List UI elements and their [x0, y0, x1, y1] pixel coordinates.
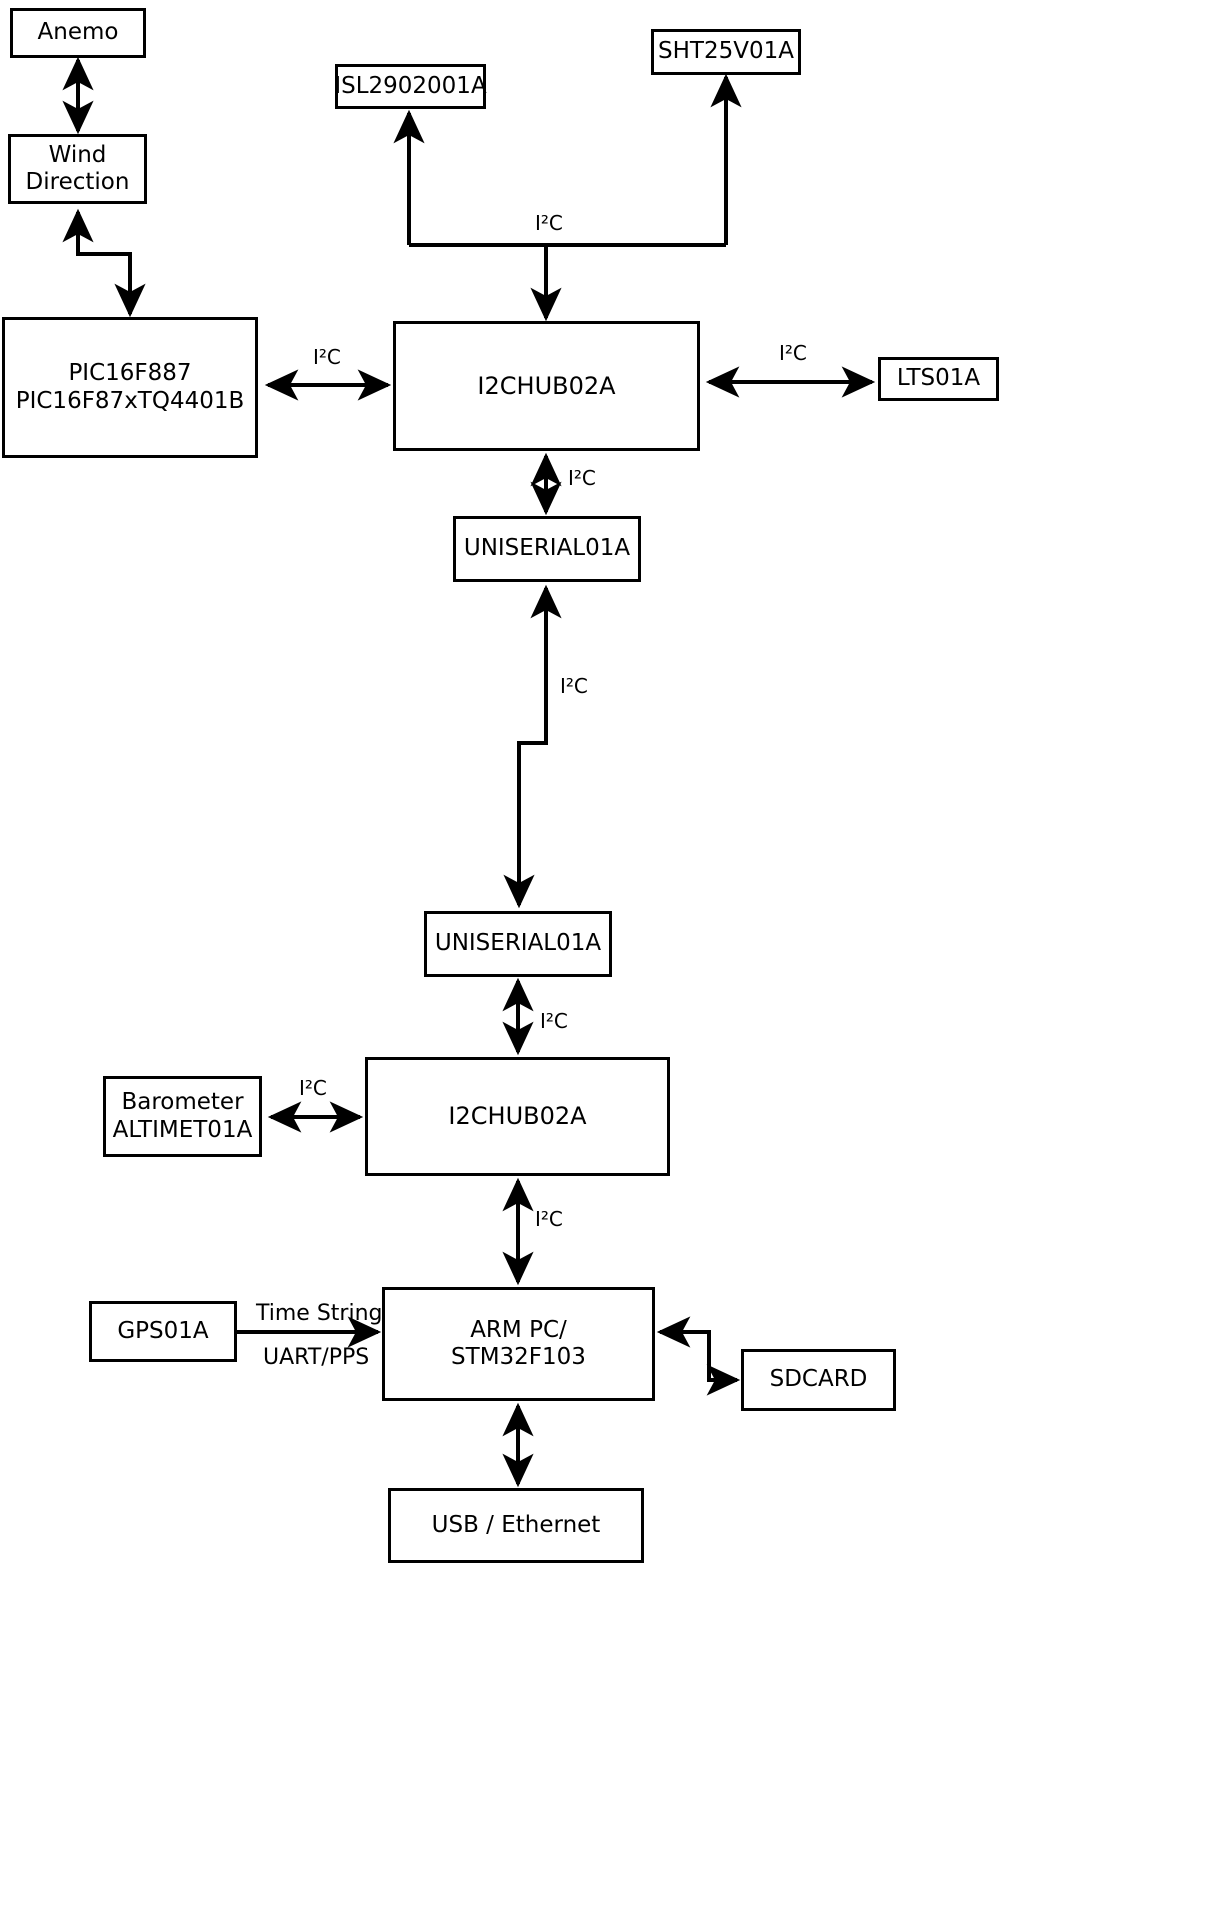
edge-label-pic-hub: I²C	[313, 345, 341, 369]
node-usb-ethernet-label: USB / Ethernet	[431, 1511, 601, 1538]
edge-uniserial-link-down	[503, 741, 546, 909]
node-sht25v01a[interactable]: SHT25V01A	[651, 29, 801, 75]
edge-label-gps-time-string: Time String	[256, 1301, 383, 1326]
node-lts01a-label: LTS01A	[896, 365, 981, 392]
edge-label-gps-uart-pps: UART/PPS	[263, 1345, 370, 1370]
edge-label-hub-lts: I²C	[779, 341, 807, 365]
node-pic-mcu[interactable]: PIC16F887 PIC16F87xTQ4401B	[2, 317, 258, 458]
node-isl2902001a-label: ISL2902001A	[334, 72, 487, 99]
node-sht25v01a-label: SHT25V01A	[658, 38, 794, 65]
edge-arm-sdcard	[660, 1330, 741, 1396]
node-lts01a[interactable]: LTS01A	[878, 357, 999, 401]
node-wind-direction[interactable]: Wind Direction	[8, 134, 147, 204]
node-arm-pc-label: ARM PC/ STM32F103	[451, 1316, 586, 1370]
node-barometer-altimet01a[interactable]: Barometer ALTIMET01A	[103, 1076, 262, 1157]
node-wind-direction-label: Wind Direction	[25, 141, 130, 195]
node-i2chub02a-top-label: I2CHUB02A	[477, 371, 616, 400]
node-sdcard-label: SDCARD	[769, 1366, 868, 1393]
edge-label-barometer-hub: I²C	[299, 1076, 327, 1100]
node-usb-ethernet[interactable]: USB / Ethernet	[388, 1488, 644, 1563]
edge-uniserial-link-up	[517, 584, 562, 905]
node-gps01a[interactable]: GPS01A	[89, 1301, 237, 1362]
node-i2chub02a-top[interactable]: I2CHUB02A	[393, 321, 700, 451]
edge-label-isl-sht-bus: I²C	[535, 211, 563, 235]
edge-wind-pic	[78, 252, 146, 318]
edge-label-hub-arm: I²C	[535, 1207, 563, 1231]
node-pic-mcu-label: PIC16F887 PIC16F87xTQ4401B	[15, 360, 245, 414]
node-uniserial01a-bottom[interactable]: UNISERIAL01A	[424, 911, 612, 977]
node-anemo[interactable]: Anemo	[10, 8, 146, 58]
edge-label-uniserial-hub-bottom: I²C	[540, 1009, 568, 1033]
node-uniserial01a-top[interactable]: UNISERIAL01A	[453, 516, 641, 582]
node-sdcard[interactable]: SDCARD	[741, 1349, 896, 1411]
node-arm-pc[interactable]: ARM PC/ STM32F103	[382, 1287, 655, 1401]
edge-label-hub-uniserial: I²C	[568, 466, 596, 490]
node-uniserial01a-bottom-label: UNISERIAL01A	[434, 930, 602, 957]
node-uniserial01a-top-label: UNISERIAL01A	[463, 535, 631, 562]
node-gps01a-label: GPS01A	[117, 1317, 209, 1344]
node-barometer-altimet01a-label: Barometer ALTIMET01A	[112, 1089, 253, 1143]
node-isl2902001a[interactable]: ISL2902001A	[334, 64, 487, 109]
node-anemo-label: Anemo	[37, 19, 119, 46]
node-i2chub02a-bottom-label: I2CHUB02A	[448, 1102, 587, 1131]
node-i2chub02a-bottom[interactable]: I2CHUB02A	[365, 1057, 670, 1176]
edge-label-uniserial-link: I²C	[560, 674, 588, 698]
edge-pic-wind	[62, 208, 132, 314]
edge-sdcard-arm	[656, 1316, 711, 1380]
